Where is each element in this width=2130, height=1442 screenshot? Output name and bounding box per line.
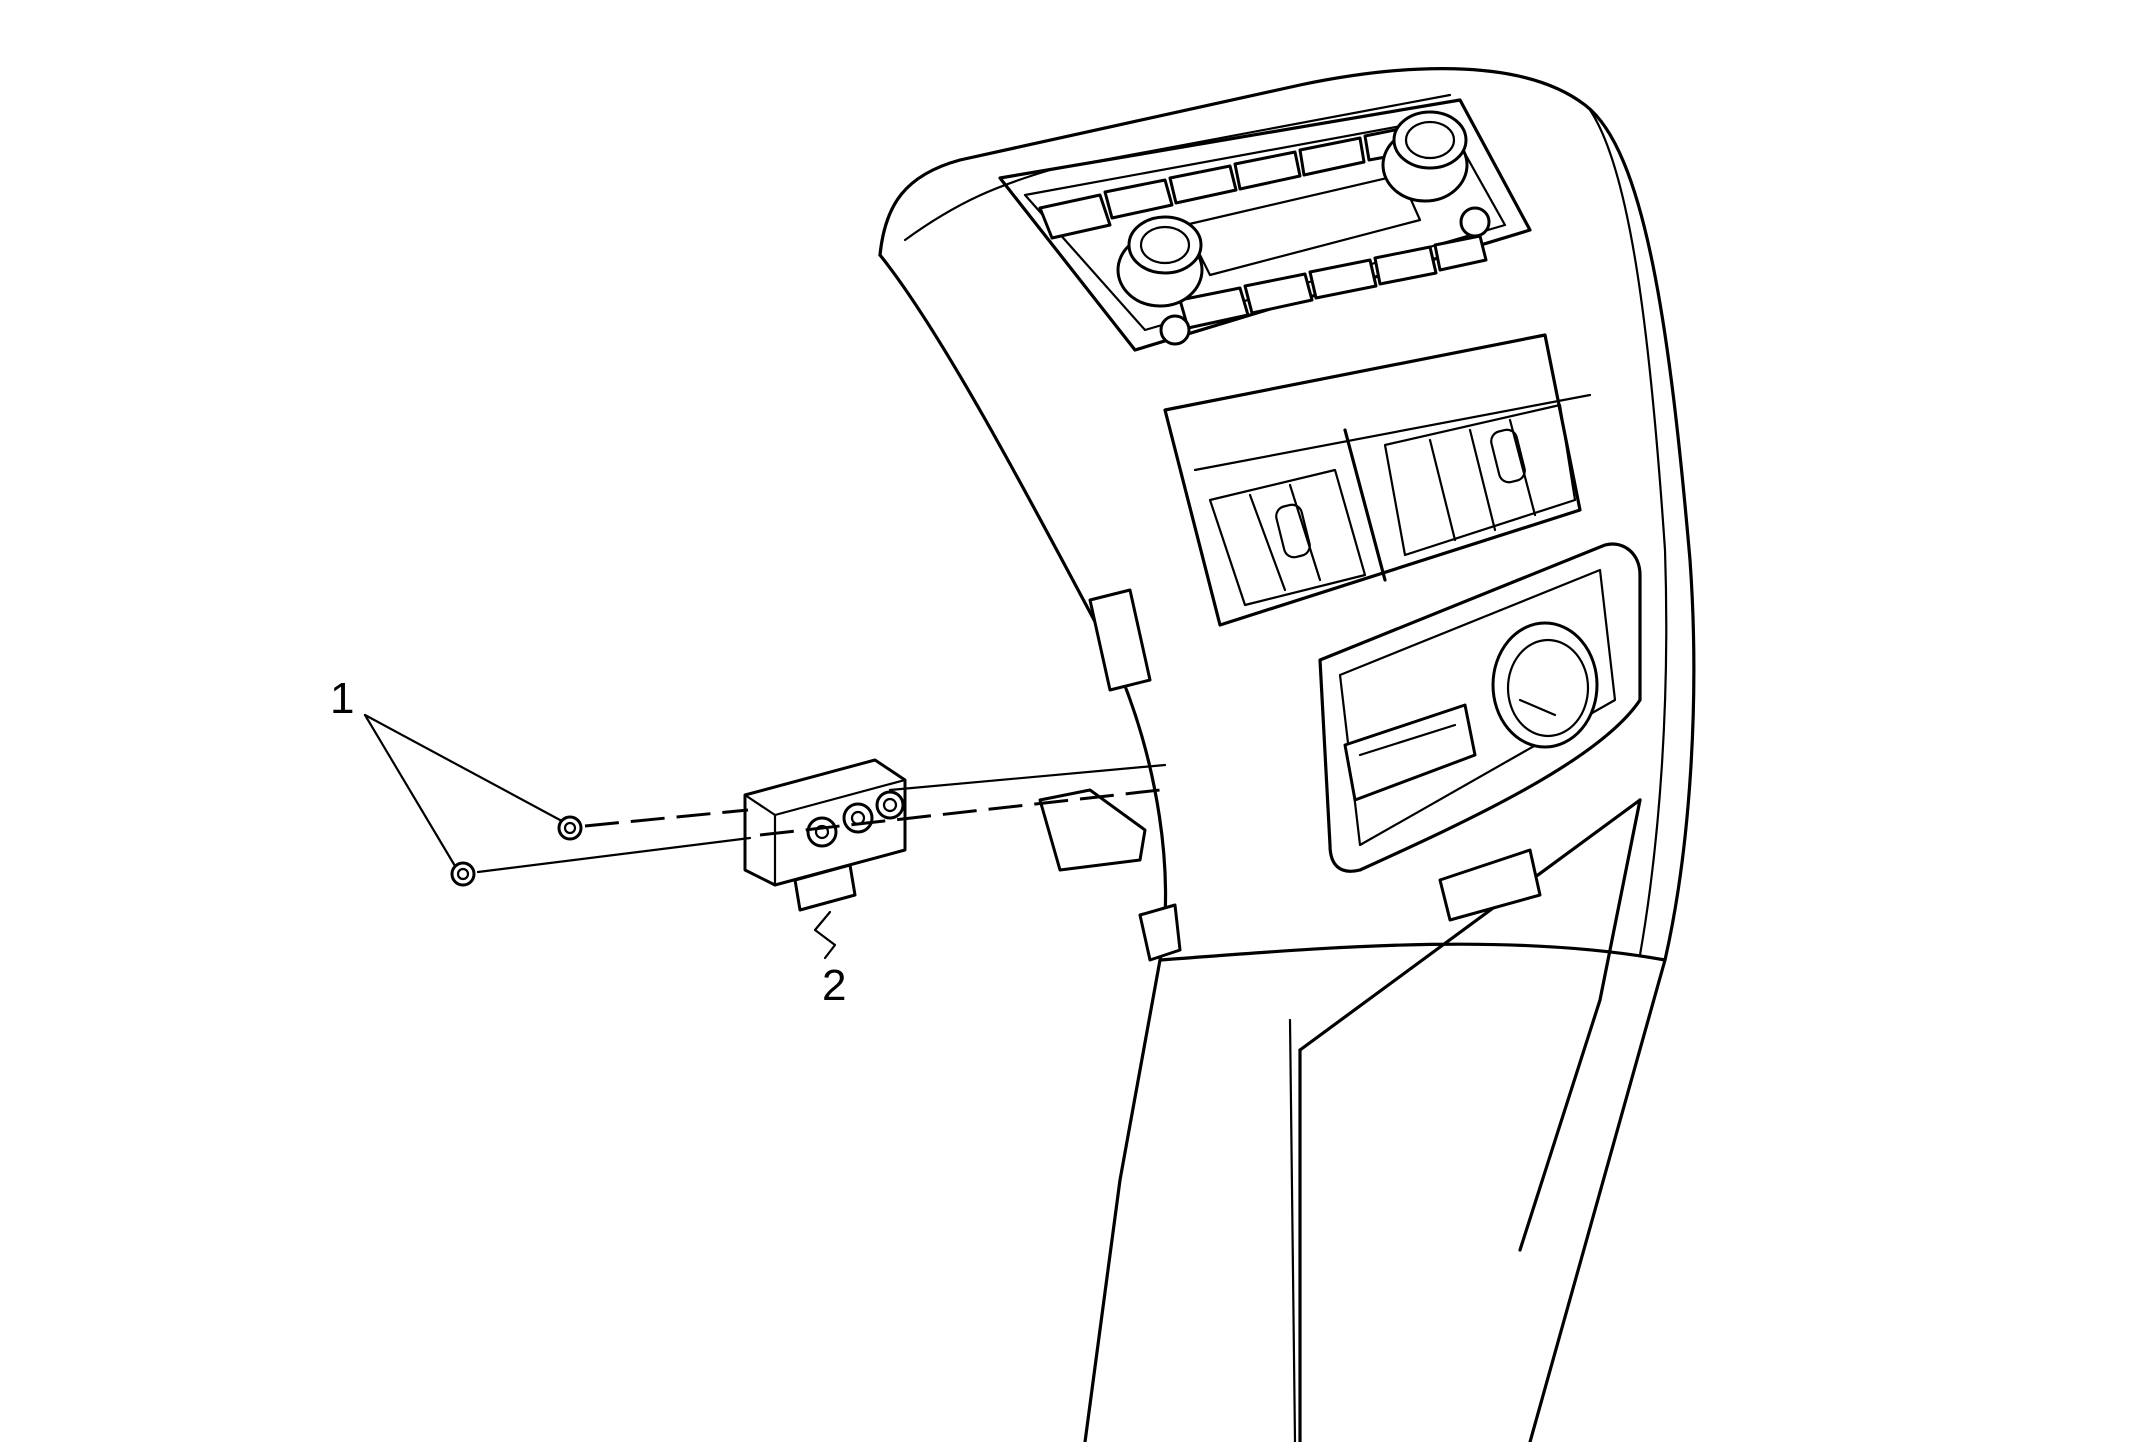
part-1-nuts [450, 815, 583, 887]
callout-1-label: 1 [330, 674, 354, 723]
console-mounting-tabs [1038, 588, 1182, 962]
part-2-module [743, 758, 907, 912]
callout-leaders [363, 713, 837, 960]
rear-control-panel [998, 98, 1532, 352]
right-tune-knob [1381, 110, 1469, 203]
nut-upper [557, 815, 583, 841]
callout-2-label: 2 [822, 961, 846, 1010]
console-body [878, 67, 1696, 1442]
nut-lower [450, 861, 476, 887]
rear-air-vents [1163, 333, 1592, 627]
right-headphone-jack [1459, 206, 1491, 238]
lower-storage-door [1298, 848, 1542, 1442]
assembly-guide-lines [476, 763, 1167, 874]
power-outlet [1491, 621, 1599, 749]
accessory-panel [1318, 542, 1642, 873]
bottom-button-row [1178, 234, 1488, 330]
left-volume-knob [1116, 215, 1204, 308]
left-headphone-jack [1159, 314, 1191, 346]
